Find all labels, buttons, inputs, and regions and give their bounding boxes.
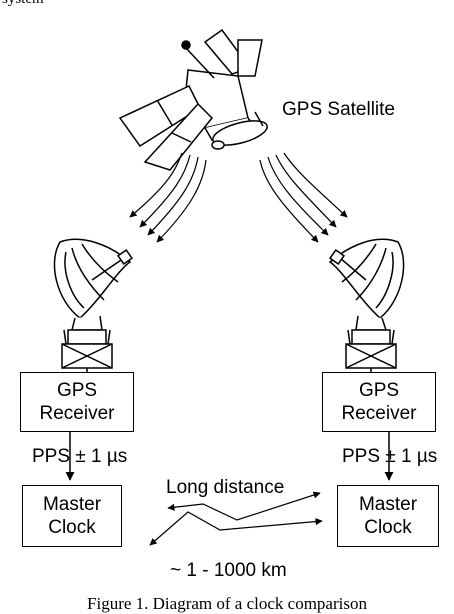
- left-clock-line-2: Clock: [48, 517, 96, 538]
- right-clock-line-2: Clock: [364, 517, 412, 538]
- tower-connectors: [86, 368, 372, 372]
- left-pps-label: PPS ± 1 µs: [32, 446, 128, 467]
- right-gps-receiver-box: GPS Receiver: [322, 372, 436, 432]
- figure-caption: Figure 1. Diagram of a clock comparison: [87, 594, 367, 613]
- right-pps-label: PPS ± 1 µs: [342, 446, 438, 467]
- left-receiver-line-1: GPS: [56, 380, 98, 401]
- left-master-clock-box: Master Clock: [22, 485, 122, 547]
- right-dish-antenna-icon: [328, 238, 405, 369]
- left-gps-receiver-box: GPS Receiver: [20, 372, 134, 432]
- top-text-fragment: system: [2, 0, 44, 8]
- satellite-label: GPS Satellite: [282, 99, 395, 120]
- right-receiver-line-2: Receiver: [341, 403, 417, 424]
- satellite-icon: [118, 28, 268, 171]
- left-receiver-line-2: Receiver: [39, 403, 115, 424]
- long-distance-label: Long distance: [166, 477, 285, 498]
- long-distance-link: [149, 491, 323, 546]
- pps-arrows: [65, 432, 394, 481]
- right-clock-line-1: Master: [358, 494, 418, 515]
- left-dish-antenna-icon: [53, 238, 134, 369]
- right-receiver-line-1: GPS: [358, 380, 400, 401]
- right-master-clock-box: Master Clock: [337, 485, 439, 547]
- signal-waves: [129, 152, 348, 243]
- distance-range-label: ~ 1 - 1000 km: [170, 560, 287, 581]
- left-clock-line-1: Master: [42, 494, 102, 515]
